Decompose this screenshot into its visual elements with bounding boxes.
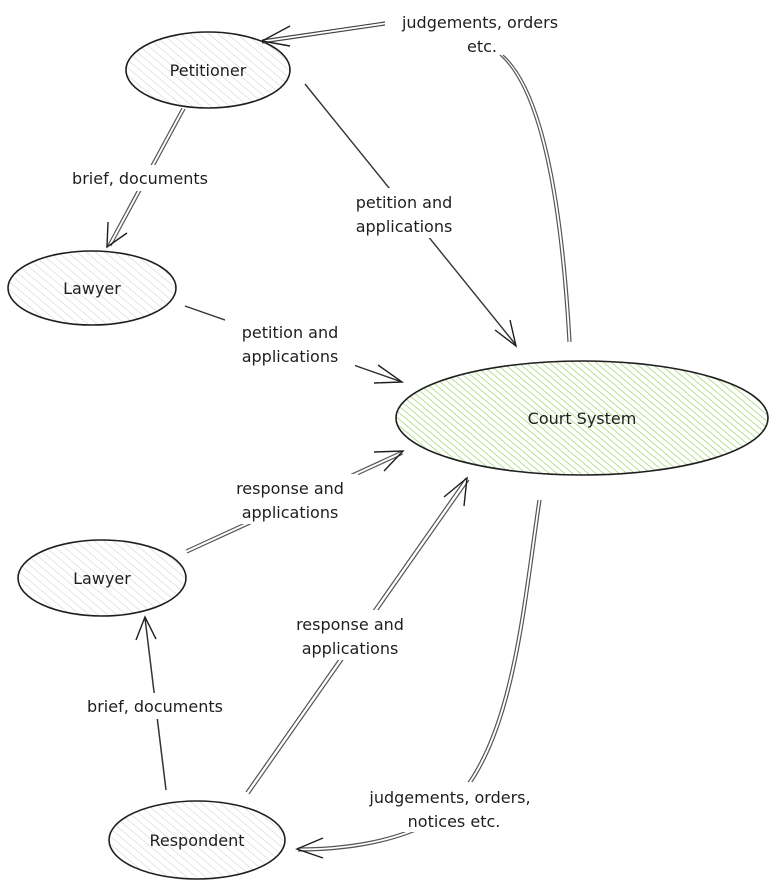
edge-label: brief, documents	[87, 697, 223, 716]
edge-label: judgements, orders	[401, 13, 558, 32]
edge-petitioner-to-lawyer[interactable]: brief, documents	[58, 107, 222, 249]
edge-petitioner-to-court[interactable]: petition and applications	[304, 83, 518, 348]
arrowhead-icon	[259, 25, 291, 47]
arrowhead-icon	[373, 450, 405, 472]
node-court-system[interactable]: Court System	[395, 360, 769, 476]
edge-label: notices etc.	[408, 812, 501, 831]
node-lawyer-respondent[interactable]: Lawyer	[17, 539, 187, 617]
edge-label: response and	[296, 615, 404, 634]
edge-label: response and	[236, 479, 344, 498]
node-lawyer-petitioner[interactable]: Lawyer	[7, 250, 177, 326]
node-petitioner[interactable]: Petitioner	[125, 31, 291, 109]
node-label: Court System	[528, 409, 637, 428]
arrowhead-icon	[106, 221, 128, 249]
edge-label: applications	[356, 217, 453, 236]
edge-court-to-respondent[interactable]: judgements, orders, notices etc.	[295, 499, 553, 859]
edge-lawyer-respondent-to-court[interactable]: response and applications	[185, 450, 405, 554]
arrowhead-icon	[443, 476, 468, 507]
edge-respondent-to-court[interactable]: response and applications	[245, 476, 470, 795]
node-label: Lawyer	[73, 569, 131, 588]
node-label: Petitioner	[170, 61, 247, 80]
arrowhead-icon	[135, 615, 157, 641]
node-label: Respondent	[149, 831, 244, 850]
edge-label: brief, documents	[72, 169, 208, 188]
arrowhead-icon	[295, 837, 324, 859]
edge-lawyer-petitioner-to-court[interactable]: petition and applications	[184, 305, 405, 384]
arrowhead-icon	[373, 364, 405, 384]
node-label: Lawyer	[63, 279, 121, 298]
edge-respondent-to-lawyer[interactable]: brief, documents	[70, 615, 238, 791]
edge-label: petition and	[356, 193, 453, 212]
edge-label: applications	[242, 347, 339, 366]
edge-court-to-petitioner[interactable]: judgements, orders etc.	[259, 13, 572, 343]
edge-label: applications	[242, 503, 339, 522]
edge-label: judgements, orders,	[368, 788, 530, 807]
node-respondent[interactable]: Respondent	[108, 800, 286, 880]
edge-label: etc.	[467, 37, 497, 56]
edge-label: applications	[302, 639, 399, 658]
edge-label: petition and	[242, 323, 339, 342]
arrowhead-icon	[494, 319, 518, 348]
